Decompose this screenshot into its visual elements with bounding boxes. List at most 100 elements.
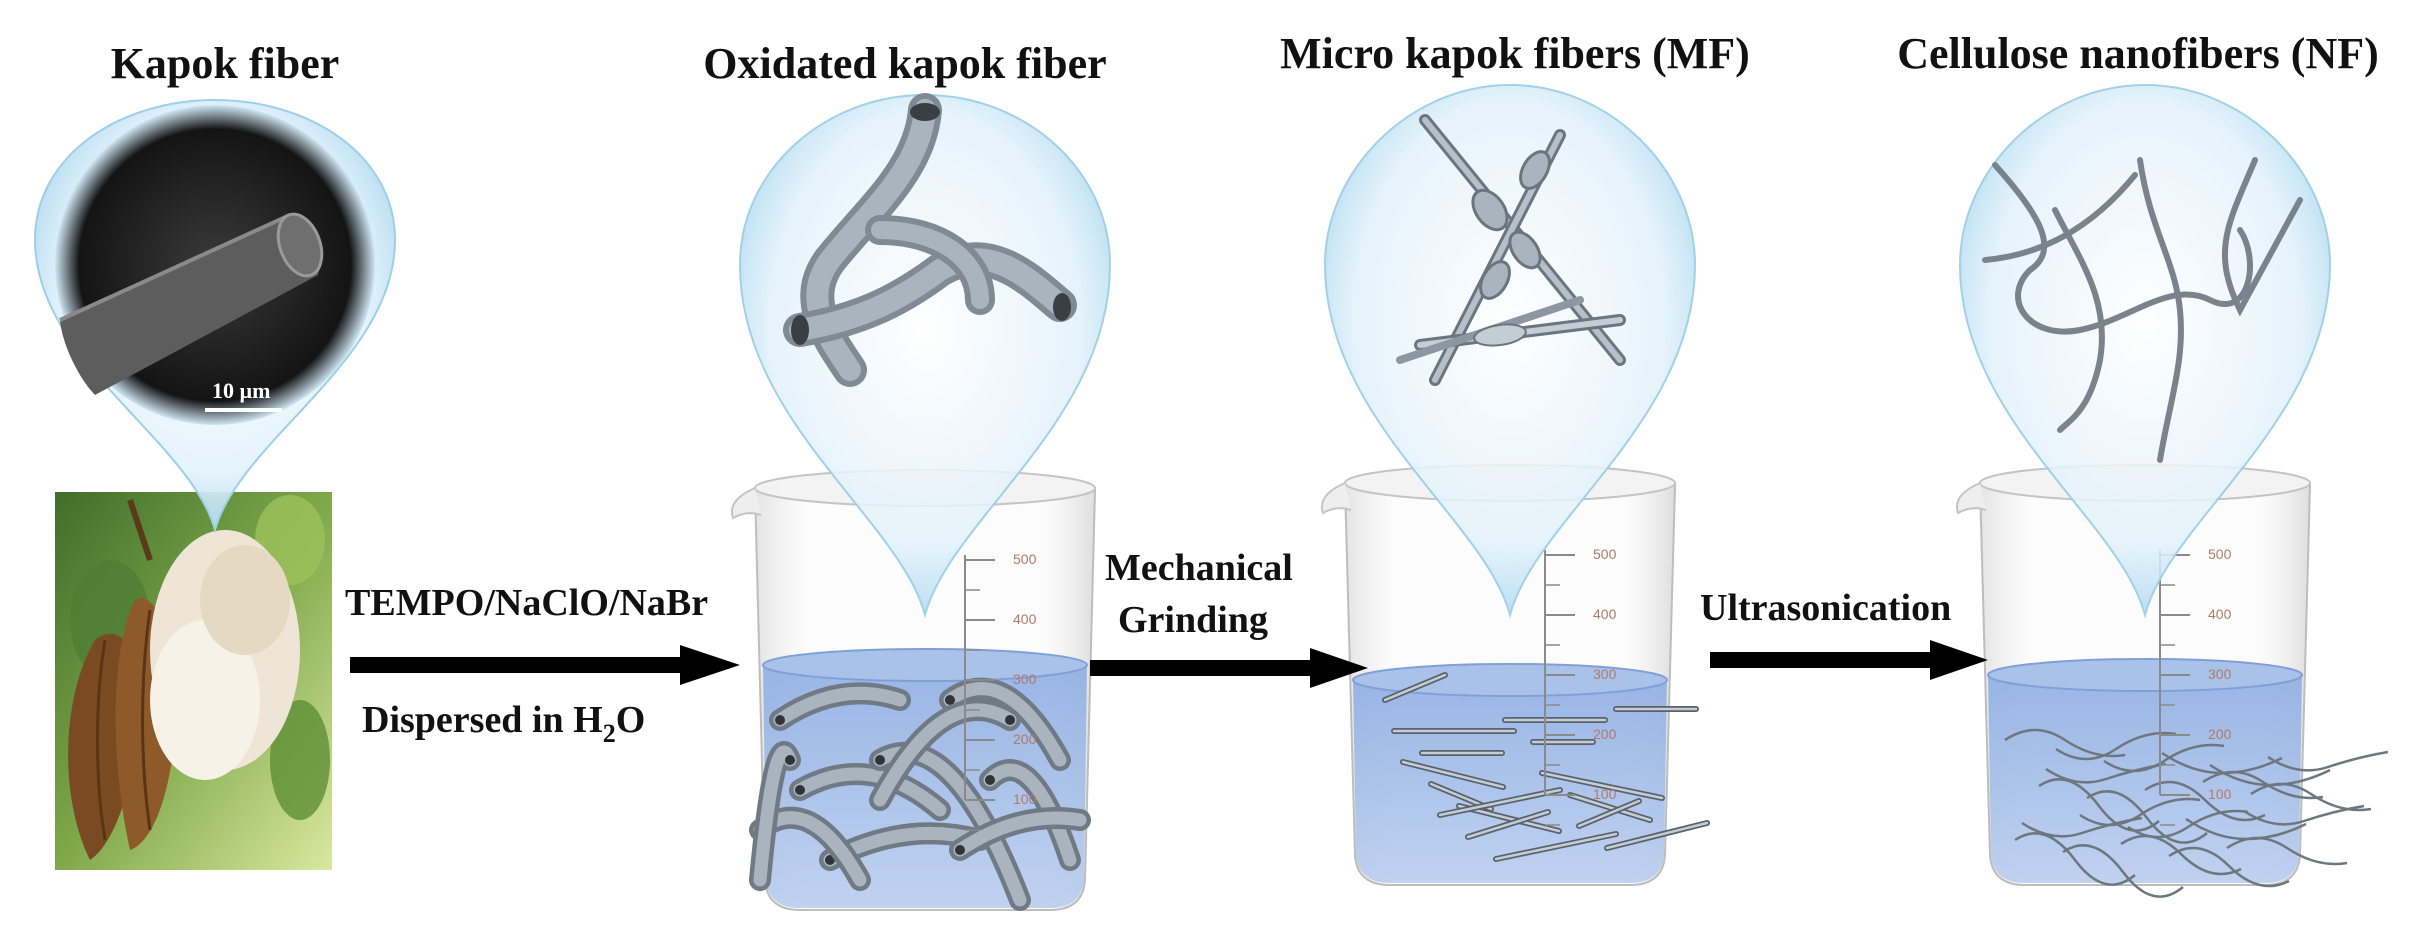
beakers: 500 400 300 200 100 500 400 300 200 100 500 400 300 2… (731, 464, 2389, 911)
step-oxidation: TEMPO/NaClO/NaBr Dispersed in H2O (345, 582, 740, 748)
graduation-label: 500 (1593, 546, 1617, 562)
stage-title-micro-fibers: Micro kapok fibers (MF) (1280, 29, 1750, 78)
hollow-fiber-highlight (873, 703, 1017, 807)
micro-fibers-cluster (1396, 114, 1626, 386)
nanofibers-cluster (1982, 157, 2303, 463)
hollow-fiber-highlight (753, 745, 797, 887)
stage-title-oxidated: Oxidated kapok fiber (703, 39, 1106, 88)
nanofiber (2014, 832, 2136, 886)
beaker-spout (1956, 482, 1987, 515)
hollow-fiber-highlight (983, 763, 1077, 867)
fiber-opening (775, 715, 785, 725)
hollow-fiber-highlight (793, 767, 947, 817)
nanofiber (2038, 778, 2160, 832)
beaker-contents (1382, 672, 1710, 862)
beaker: 500 400 300 200 100 (1956, 464, 2389, 898)
nanofiber (2004, 728, 2126, 758)
beaker-contents (2004, 728, 2389, 898)
sem-scale-bar-label: 10 µm (212, 378, 271, 403)
graduation-label: 200 (2208, 726, 2232, 742)
micro-fiber-highlight (1568, 793, 1652, 822)
graduation-label: 400 (1593, 606, 1617, 622)
magnify-bubble (1323, 83, 1697, 619)
beaker: 500 400 300 200 100 (1321, 464, 1710, 886)
nanofiber (2079, 797, 2201, 827)
nanofiber (2045, 762, 2167, 784)
beaker-spout (731, 487, 762, 520)
oxidation-reagents-label: TEMPO/NaClO/NaBr (345, 582, 708, 624)
nanofiber (2103, 743, 2225, 773)
fiber-opening (785, 755, 795, 765)
beaker-contents (749, 677, 1091, 911)
graduation-label: 300 (2208, 666, 2232, 682)
kapok-pod-photo (55, 492, 332, 870)
nanofiber (2243, 804, 2365, 826)
fiber-opening (825, 855, 835, 865)
stage-title-nanofibers: Cellulose nanofibers (NF) (1897, 29, 2379, 78)
hollow-fiber-highlight (943, 682, 1067, 767)
graduation-label: 500 (2208, 546, 2232, 562)
sem-micrograph: 10 µm (55, 105, 375, 425)
fiber-opening (875, 755, 885, 765)
graduation-label: 500 (1013, 551, 1037, 567)
nanofiber (2021, 816, 2143, 838)
grinding-label-line1: Mechanical (1105, 547, 1293, 589)
graduation-label: 100 (1013, 791, 1037, 807)
micro-fiber-highlight (1401, 760, 1505, 789)
graduation-label: 300 (1593, 666, 1617, 682)
graduation-label: 400 (1013, 611, 1037, 627)
graduation-label: 100 (2208, 786, 2232, 802)
ultrasonication-label: Ultrasonication (1700, 587, 1951, 629)
arrow-1 (350, 645, 740, 685)
micro-fiber-highlight (1438, 788, 1562, 817)
stage-micro-kapok-fibers (1323, 83, 1697, 619)
arrow-2 (1090, 648, 1368, 688)
beaker-graduation: 500 400 300 200 100 (1544, 546, 1617, 826)
micro-fiber-highlight (1577, 799, 1641, 828)
nanofiber (2120, 834, 2242, 876)
nanofiber (2062, 844, 2184, 898)
beaker-liquid (1988, 675, 2302, 883)
fiber-opening (945, 695, 955, 705)
graduation-label: 100 (1593, 786, 1617, 802)
nanofiber (2267, 750, 2389, 772)
dispersion-label: Dispersed in H2O (362, 699, 645, 748)
grinding-label-line2: Grinding (1118, 599, 1268, 641)
stage-cellulose-nanofibers (1958, 83, 2332, 619)
fiber-opening (985, 775, 995, 785)
nanofiber (2226, 836, 2348, 866)
magnify-bubble (1958, 83, 2332, 619)
hollow-fiber-tubes (783, 93, 1077, 387)
nanofiber (2202, 770, 2324, 800)
stage-oxidated-kapok-fiber (738, 93, 1112, 619)
fiber-opening (1005, 715, 1015, 725)
micro-fiber-highlight (1466, 810, 1550, 839)
step-grinding: Mechanical Grinding (1090, 547, 1368, 688)
hollow-fiber-highlight (953, 811, 1087, 857)
hollow-fiber-highlight (773, 686, 907, 727)
beaker-spout (1321, 482, 1352, 515)
graduation-label: 300 (1013, 671, 1037, 687)
stage-kapok-fiber: 10 µm (33, 98, 397, 870)
graduation-label: 400 (2208, 606, 2232, 622)
step-ultrasonication: Ultrasonication (1700, 587, 1988, 680)
fiber-opening (795, 785, 805, 795)
stage-title-kapok-fiber: Kapok fiber (111, 39, 340, 88)
fiber-opening (955, 845, 965, 855)
micro-fiber-highlight (1605, 821, 1709, 850)
nanofiber (2086, 790, 2208, 844)
arrow-3 (1710, 640, 1988, 680)
liquid-surface (1987, 658, 2303, 692)
micro-fiber-highlight (1540, 771, 1664, 800)
graduation-label: 200 (1593, 726, 1617, 742)
liquid-surface (762, 648, 1088, 682)
micro-fiber-highlight (1383, 673, 1447, 702)
liquid-surface (1352, 663, 1668, 697)
nanofiber (2055, 731, 2177, 761)
beaker-graduation: 500 400 300 200 100 (964, 551, 1037, 831)
micro-fiber-highlight (1494, 832, 1618, 861)
nanofiber (2168, 846, 2290, 888)
nanofiber (2144, 780, 2266, 822)
graduation-label: 200 (1013, 731, 1037, 747)
